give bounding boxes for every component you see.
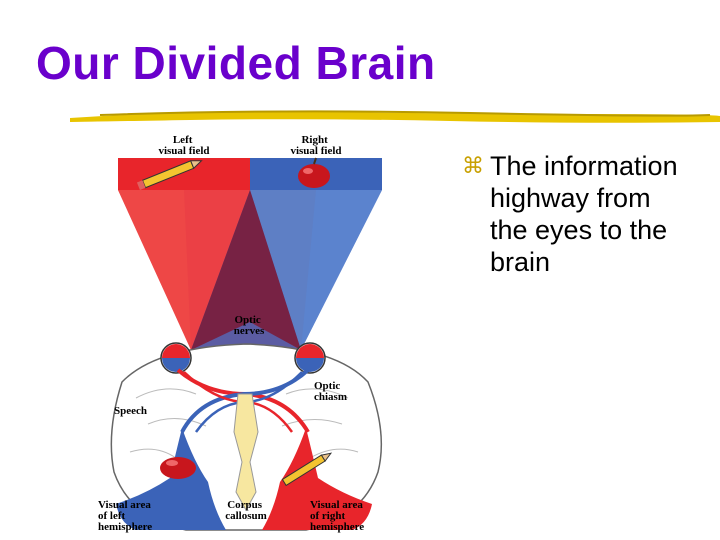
right-eye-icon <box>294 342 326 374</box>
visual-area-right-label: Visual area of right hemisphere <box>310 499 366 533</box>
overlap-region <box>191 190 301 350</box>
corpus-callosum-shape <box>233 393 259 512</box>
right-cone-shade <box>301 190 382 350</box>
right-visual-area <box>262 428 372 530</box>
cortex-apple-icon <box>160 457 196 479</box>
title-underline <box>70 110 720 123</box>
visual-pathway-diagram: Left visual field Right visual field Opt… <box>98 134 383 533</box>
visual-area-left-label: Visual area of left hemisphere <box>98 499 154 533</box>
apple-icon <box>298 157 330 188</box>
bullet-text-line: brain <box>490 247 551 277</box>
cortex-pencil-icon <box>281 452 333 487</box>
pencil-icon <box>136 160 203 190</box>
optic-chiasm-label: Optic chiasm <box>314 380 347 403</box>
right-visual-field-label: Right visual field <box>290 134 341 157</box>
bullet-text-line: The information <box>490 151 678 181</box>
speech-label: Speech <box>114 405 147 417</box>
bullet-list: ⌘ The information highway from the eyes … <box>462 150 720 278</box>
bullet-icon: ⌘ <box>462 153 484 178</box>
bullet-item: ⌘ The information highway from the eyes … <box>462 150 720 278</box>
bullet-text-line: the eyes to the <box>490 215 668 245</box>
left-visual-field-label: Left visual field <box>158 134 209 157</box>
left-visual-field-panel <box>118 158 250 190</box>
left-cone-shade <box>118 190 191 350</box>
left-eye-icon <box>160 342 192 374</box>
optic-nerves-label: Optic nerves <box>234 314 265 337</box>
slide-title: Our Divided Brain <box>36 37 436 89</box>
bullet-text-line: highway from <box>490 183 651 213</box>
left-visual-area <box>116 428 226 530</box>
corpus-callosum-label: Corpus callosum <box>225 499 267 522</box>
